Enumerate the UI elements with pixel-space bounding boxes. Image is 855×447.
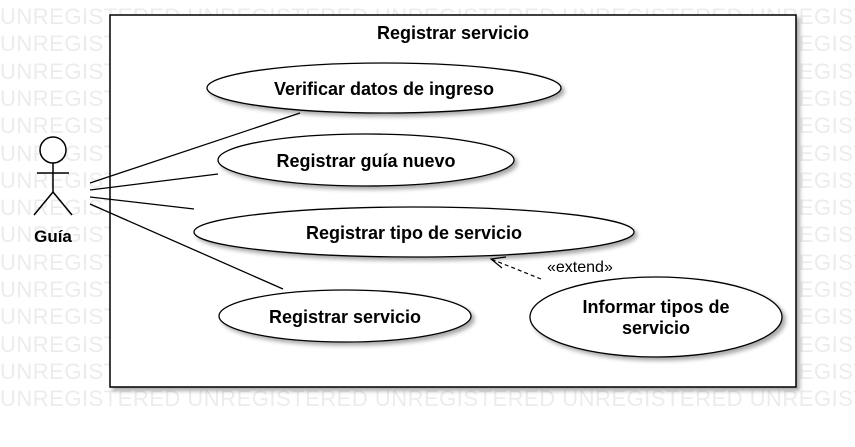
actor-left-leg [33, 191, 54, 216]
extend-relation[interactable] [489, 256, 542, 280]
use-case-verificar[interactable]: Verificar datos de ingreso [206, 62, 562, 114]
use-case-informar-tipos[interactable]: Informar tipos de servicio [529, 276, 783, 358]
actor-right-leg [52, 191, 73, 216]
use-case-registrar-servicio[interactable]: Registrar servicio [218, 289, 472, 343]
association-registrar-servicio [89, 203, 284, 290]
extend-dashed-line [490, 258, 542, 280]
association-registrar-tipo [89, 196, 195, 210]
watermark-text: UNREGISTERED UNREGISTERED UNREGISTERED U… [0, 386, 855, 412]
actor-label: Guía [34, 227, 72, 246]
use-case-label: servicio [622, 318, 690, 338]
association-registrar-guia [89, 173, 219, 191]
extend-arrowhead [489, 256, 507, 269]
use-case-registrar-guia[interactable]: Registrar guía nuevo [217, 133, 515, 187]
actor-guia[interactable] [33, 136, 73, 216]
system-title: Registrar servicio [377, 23, 529, 43]
associations [89, 112, 301, 290]
actor-head [39, 136, 67, 164]
use-case-label: Registrar servicio [269, 307, 421, 327]
association-verificar [89, 112, 301, 184]
use-case-label: Registrar guía nuevo [276, 151, 455, 171]
use-case-registrar-tipo[interactable]: Registrar tipo de servicio [193, 206, 635, 258]
use-case-label: Verificar datos de ingreso [274, 79, 494, 99]
extend-label: «extend» [547, 259, 613, 276]
use-case-label: Informar tipos de [582, 297, 729, 317]
use-case-label: Registrar tipo de servicio [306, 223, 522, 243]
